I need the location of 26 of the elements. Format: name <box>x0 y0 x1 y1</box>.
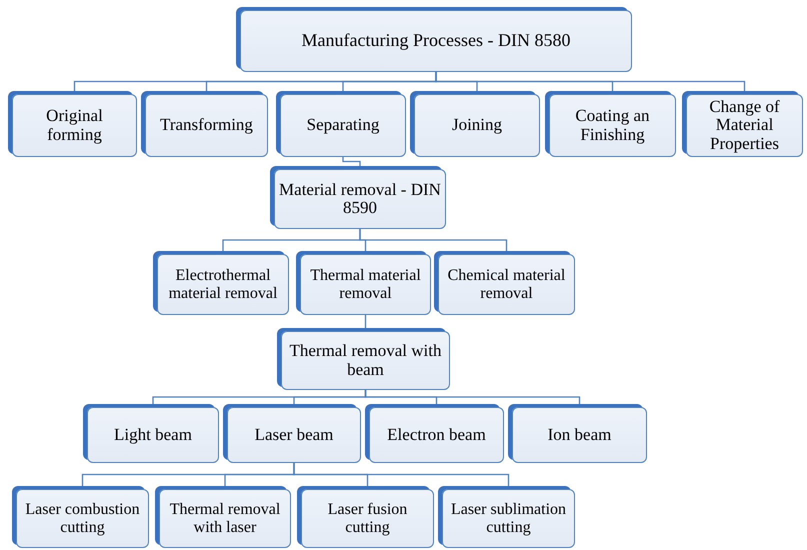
box-label: Material removal - DIN 8590 <box>279 180 441 218</box>
connector-line <box>342 157 361 166</box>
box-label: Thermal material removal <box>309 267 422 302</box>
box-label: Thermal removal with laser <box>168 501 282 536</box>
box-label: Manufacturing Processes - DIN 8580 <box>302 31 570 51</box>
box-label: Laser sublimation cutting <box>450 501 568 536</box>
box-label: Laser fusion cutting <box>326 501 408 536</box>
box-label: Change of Material Properties <box>708 98 781 154</box>
connector-line <box>359 229 508 251</box>
box-label: Chemical material removal <box>446 267 566 302</box>
box-label: Original forming <box>45 107 104 144</box>
box-label: Joining <box>452 116 502 135</box>
box-label: Electrothermal material removal <box>168 267 278 302</box>
box-label: Laser beam <box>254 426 334 444</box>
connector-line <box>293 463 510 486</box>
box-label: Electron beam <box>387 426 486 444</box>
box-label: Separating <box>306 116 380 135</box>
box-label: Thermal removal with beam <box>288 342 442 379</box>
box-label: Light beam <box>114 426 192 444</box>
connector-line <box>364 315 366 328</box>
box-label: Coating an Finishing <box>574 107 651 144</box>
box-label: Ion beam <box>548 426 612 444</box>
connector-line <box>435 72 746 91</box>
connector-line <box>364 390 580 404</box>
box-label: Transforming <box>160 116 253 135</box>
box-label: Laser combustion cutting <box>24 501 141 536</box>
